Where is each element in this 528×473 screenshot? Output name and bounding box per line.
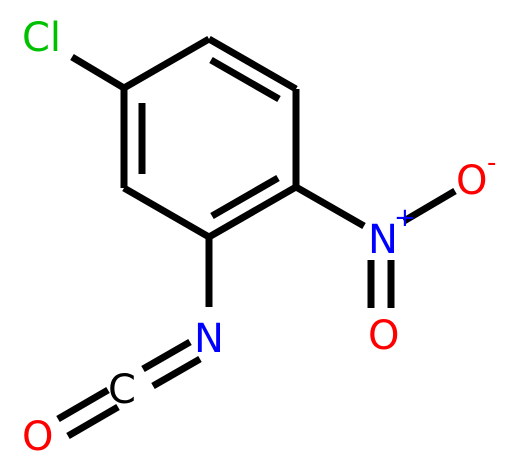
bond-n-o-minus (402, 187, 457, 225)
bond-n-c-double-b (151, 355, 202, 390)
atom-oxide-oxygen: O (456, 158, 487, 204)
oxide-oxygen-charge: - (487, 148, 496, 178)
atom-isocyanate-oxygen: O (22, 414, 53, 460)
bond-c-o-double-b (66, 403, 120, 440)
ring-bond-top-right (207, 35, 298, 93)
ring-bond-bottom-left (122, 184, 211, 241)
atom-nitro-oxygen: O (368, 313, 399, 359)
atom-nitro-nitrogen: N (368, 217, 398, 263)
nitro-nitrogen-charge: + (394, 203, 416, 233)
ring-bond-top-left (122, 35, 211, 92)
atom-isocyanate-nitrogen: N (194, 316, 224, 362)
ring-inner-bond-top-right (209, 56, 281, 103)
bond-c-cl (70, 53, 126, 92)
ring-inner-bond-bottom-right (210, 174, 280, 220)
ring-bond-bottom-right (207, 183, 298, 241)
bond-c-n-nitro (294, 183, 366, 230)
bond-n-c-double-a (141, 338, 192, 373)
atom-isocyanate-carbon: C (108, 367, 136, 413)
benzene-ring (120, 35, 300, 241)
atom-chlorine: Cl (22, 15, 61, 61)
bond-c-o-double-a (56, 386, 110, 423)
